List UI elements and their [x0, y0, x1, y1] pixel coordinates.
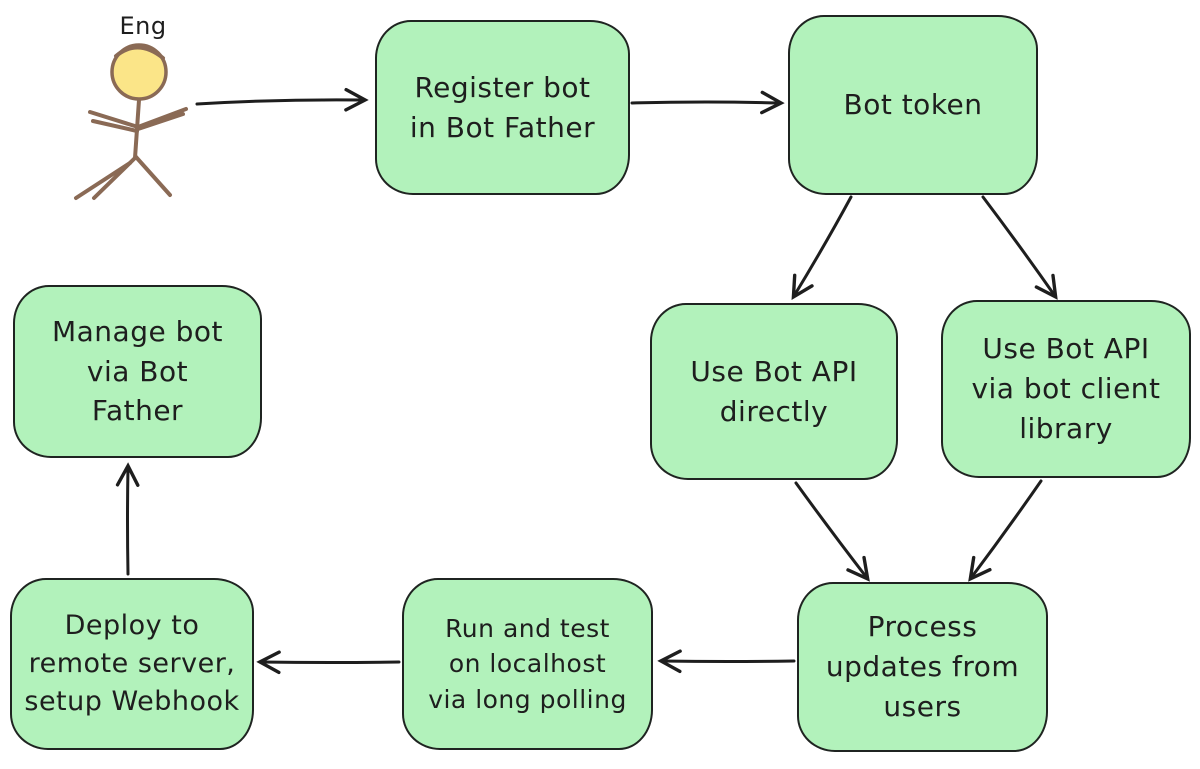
arrow-eng-to-register [195, 87, 369, 112]
arrow-api-library-to-process [968, 479, 1043, 582]
arrow-run-test-to-deploy [256, 650, 401, 675]
node-deploy: Deploy to remote server, setup Webhook [10, 578, 254, 750]
actor-arm-right [136, 107, 188, 129]
actor-arm-left [88, 110, 140, 129]
actor-head-icon [110, 43, 168, 101]
arrow-api-directly-to-process [794, 481, 870, 582]
node-use-bot-api-via-library: Use Bot API via bot client library [941, 300, 1191, 478]
actor-leg-right [134, 155, 172, 197]
actor-label: Eng [119, 12, 167, 40]
node-run-and-test: Run and test on localhost via long polli… [402, 578, 653, 750]
node-manage-bot: Manage bot via Bot Father [13, 285, 262, 458]
actor-leg-left [92, 155, 138, 200]
actor-arm-right-sketch [136, 112, 185, 131]
arrow-bot-token-to-api-library [981, 195, 1058, 300]
actor-leg-left-sketch [74, 161, 132, 200]
arrow-process-to-run-test [657, 649, 796, 674]
node-register-bot: Register bot in Bot Father [375, 20, 630, 195]
arrow-register-to-bot-token [630, 90, 785, 115]
node-use-bot-api-directly: Use Bot API directly [650, 303, 898, 480]
actor-head-sketch-line [114, 45, 165, 60]
actor-arm-left-sketch [91, 119, 139, 133]
arrow-deploy-to-manage [115, 462, 140, 576]
actor-torso [133, 98, 141, 160]
node-bot-token: Bot token [788, 15, 1038, 195]
arrow-bot-token-to-api-directly [791, 195, 853, 301]
node-process-updates: Process updates from users [797, 582, 1048, 752]
actor-figure [74, 43, 188, 200]
